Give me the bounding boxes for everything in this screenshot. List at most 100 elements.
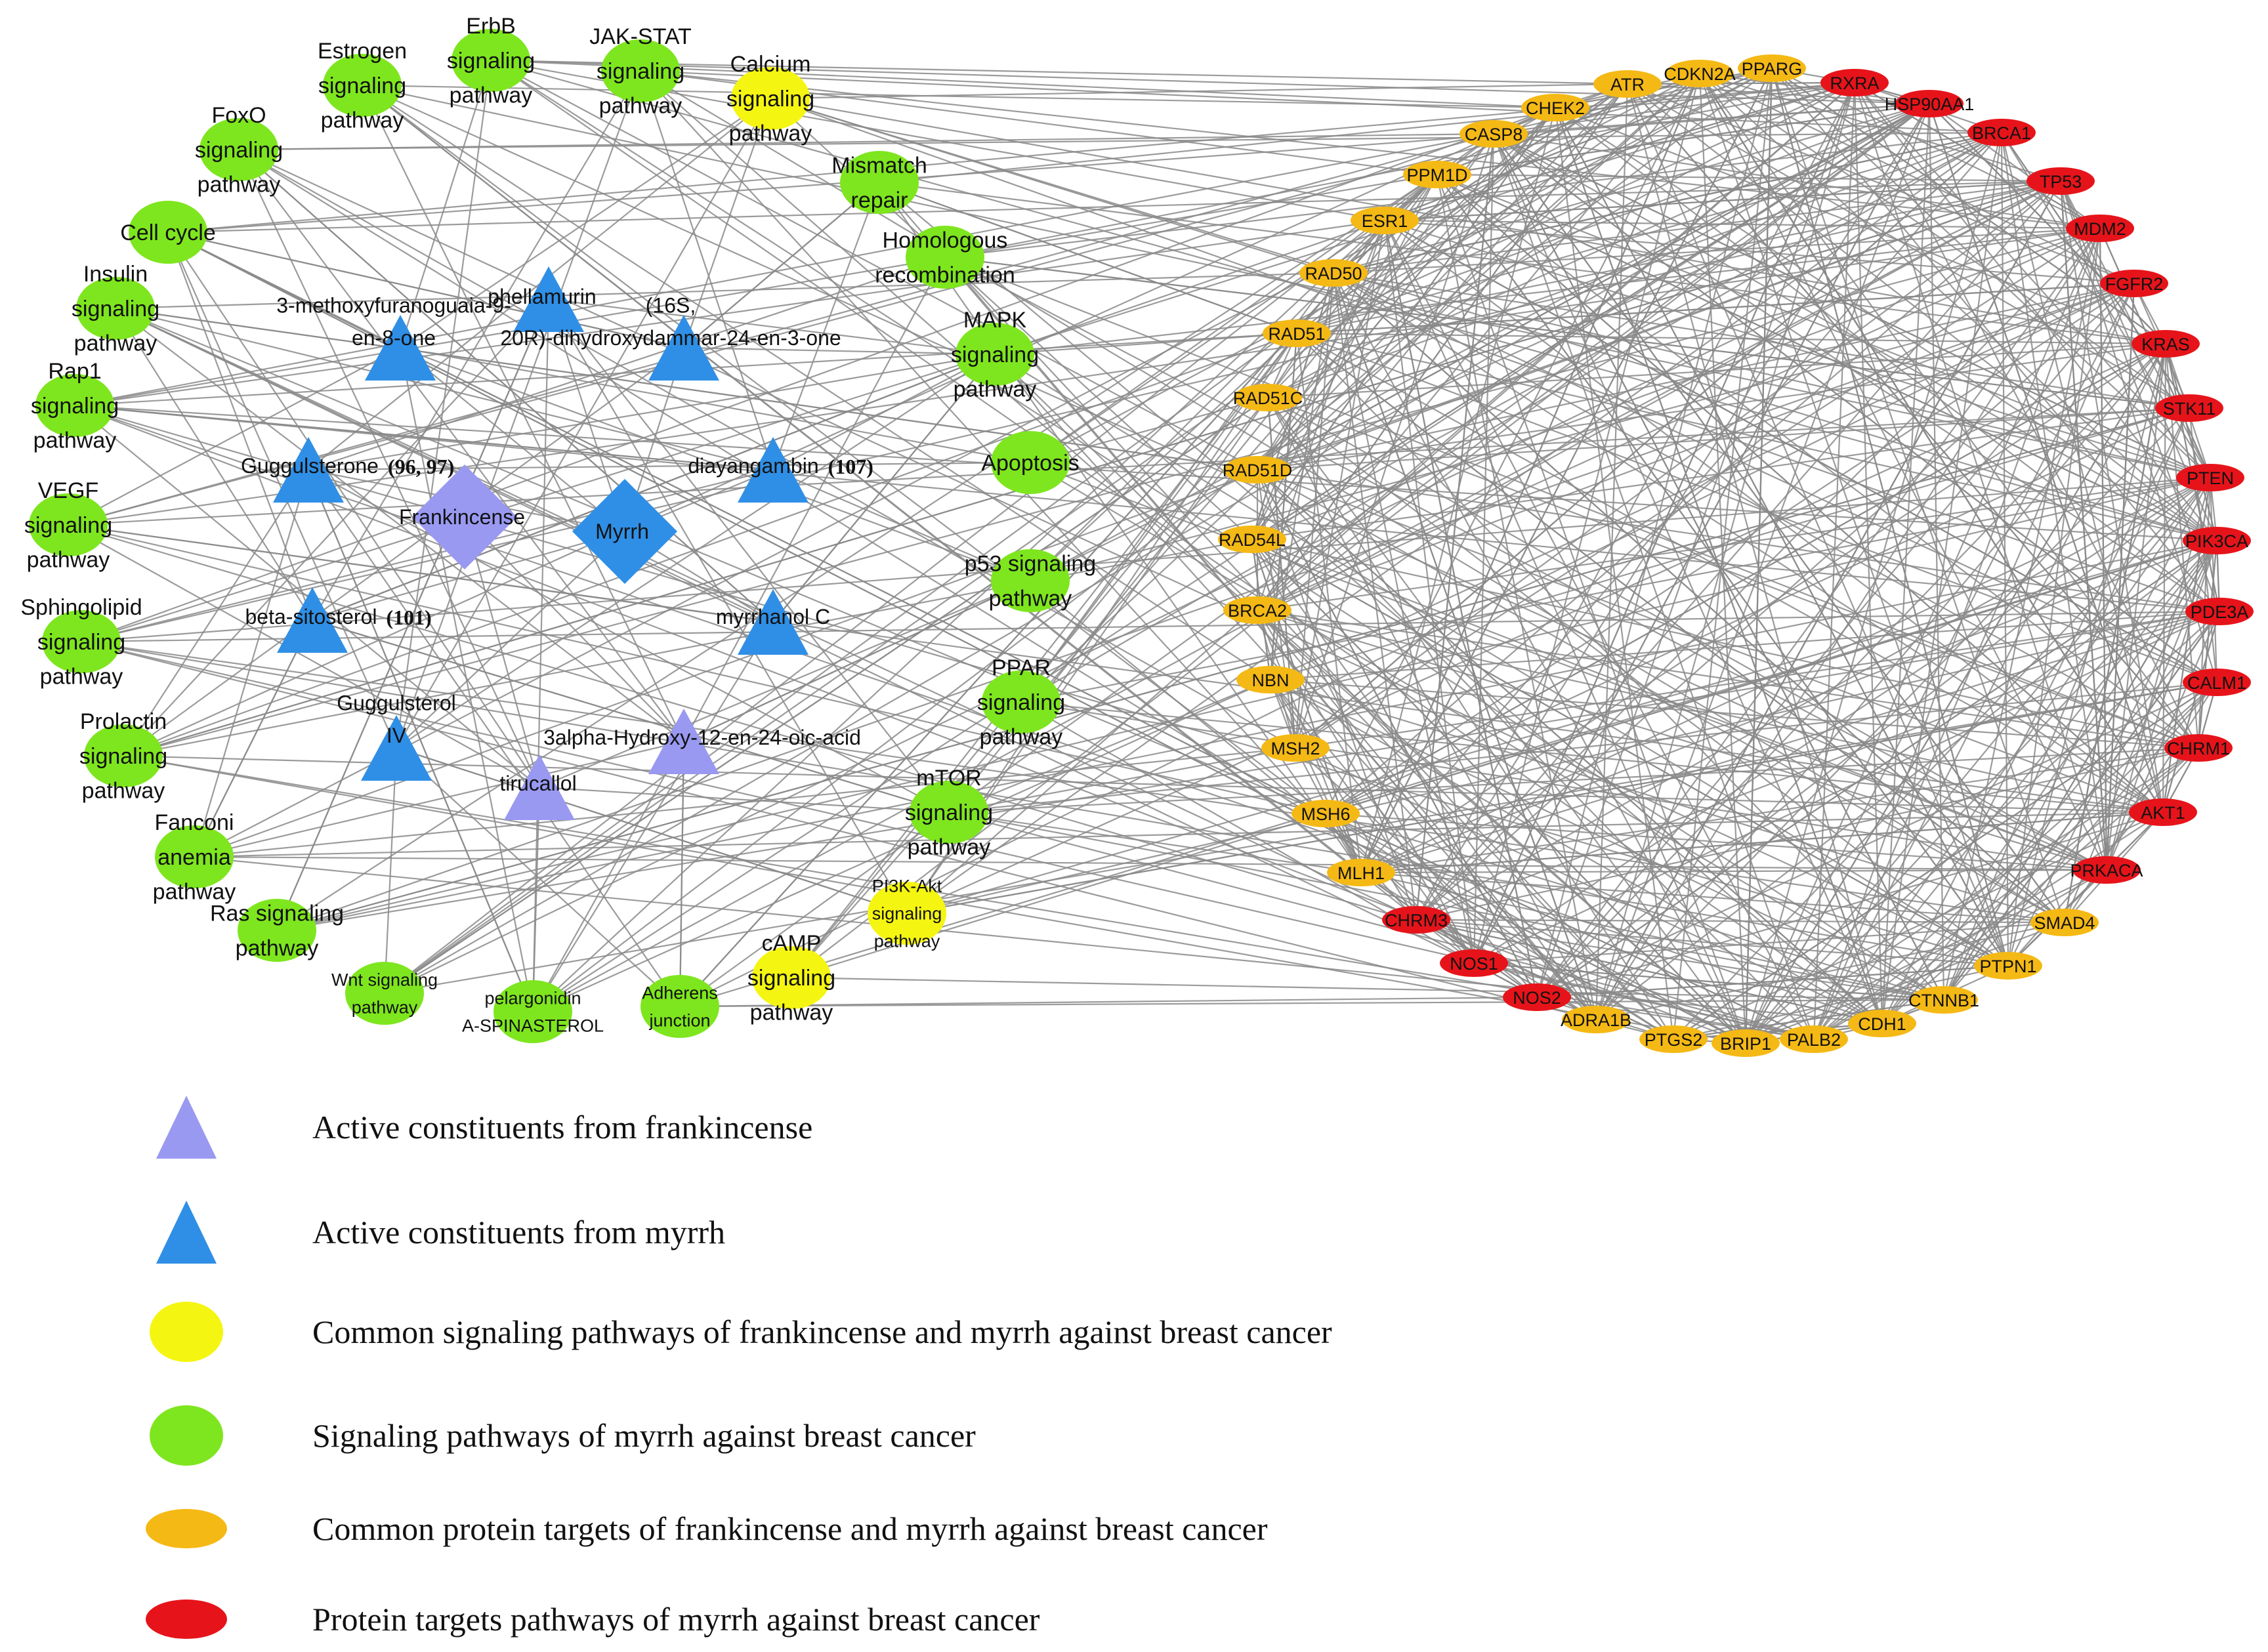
edge	[490, 59, 1628, 85]
edge	[791, 976, 1944, 1001]
target-node-cdh1	[1848, 1010, 1916, 1037]
target-label-akt1: AKT1	[2141, 803, 2185, 823]
edge	[1473, 611, 2220, 964]
edge	[1360, 107, 1557, 873]
edge	[396, 531, 625, 749]
edge	[308, 469, 681, 1007]
edge	[1536, 228, 2101, 998]
edge	[2000, 132, 2164, 813]
pathway-node-foxo	[200, 118, 278, 181]
target-label-cdh1: CDH1	[1858, 1014, 1906, 1034]
edge	[1436, 174, 1597, 1020]
edge	[1493, 133, 2217, 541]
edge	[384, 73, 1700, 994]
constituent-triangle-guggulsterone	[273, 437, 344, 503]
edge	[1257, 73, 1700, 611]
edge	[1333, 102, 1930, 274]
target-label-kras: KRAS	[2141, 335, 2190, 354]
edge	[1295, 747, 1883, 1024]
pathway-node-rap1	[35, 374, 114, 437]
edge	[1267, 131, 2002, 399]
edge	[1473, 921, 2065, 964]
edge	[1295, 180, 2061, 749]
edge	[2164, 343, 2218, 541]
target-node-rad51c	[1234, 384, 1302, 411]
edge	[1627, 81, 1855, 85]
edge	[123, 180, 2061, 757]
edge	[1267, 396, 2199, 749]
target-label-fgfr2: FGFR2	[2105, 274, 2164, 294]
target-label-nbn: NBN	[1251, 671, 1289, 690]
pathway-node-jakstat	[601, 39, 680, 102]
edge	[1325, 813, 1746, 1044]
edge	[2000, 132, 2009, 966]
edge	[1673, 477, 2211, 1040]
edge	[1270, 610, 2220, 681]
legend-ellipse-common_pathway	[150, 1302, 223, 1362]
edge	[1554, 107, 1675, 1040]
edge	[1384, 67, 1773, 222]
edge	[1296, 333, 2065, 923]
edge	[1325, 813, 1815, 1040]
edge	[1943, 611, 2220, 1001]
edge	[308, 353, 996, 471]
target-node-rad50	[1299, 259, 1368, 287]
edge	[1333, 272, 2211, 479]
edge	[74, 405, 540, 788]
edge	[1257, 609, 2199, 749]
edge	[238, 149, 540, 788]
edge	[400, 347, 625, 532]
target-node-fgfr2	[2100, 270, 2168, 297]
edge	[1257, 609, 2164, 814]
edge	[167, 232, 1326, 814]
edge	[1333, 272, 2190, 409]
edge	[1745, 540, 2217, 1044]
edge	[1555, 67, 1773, 109]
edge	[944, 81, 1855, 258]
edge	[1416, 919, 2009, 967]
edge	[1416, 82, 1855, 920]
target-node-rxra	[1820, 69, 1889, 96]
target-node-brip1	[1712, 1029, 1780, 1057]
legend-shapes	[146, 1096, 227, 1639]
target-label-rxra: RXRA	[1830, 73, 1879, 93]
edge	[1257, 82, 1855, 611]
edge	[1257, 476, 2211, 611]
target-node-rad54l	[1218, 526, 1286, 553]
constituent-label-dihydroxydammar: (16S,20R)-dihydroxydammar-24-en-3-one	[500, 293, 841, 350]
edge	[68, 227, 2101, 526]
edge	[396, 747, 908, 915]
edge	[464, 516, 684, 742]
constituent-triangle-tirucallol	[504, 754, 575, 820]
target-label-mdm2: MDM2	[2074, 219, 2126, 239]
edge	[1854, 82, 2101, 229]
edge	[770, 97, 1334, 274]
edge	[1881, 540, 2217, 1024]
edge	[1270, 679, 1944, 1001]
target-node-stk11	[2155, 394, 2223, 422]
edge	[123, 469, 309, 756]
edge	[1020, 73, 1700, 703]
edge	[1384, 219, 2211, 479]
edge	[68, 524, 540, 788]
edge	[1251, 83, 1628, 540]
edge	[308, 469, 950, 813]
edge	[1854, 82, 2217, 541]
edge	[115, 308, 313, 621]
target-node-chrm1	[2164, 734, 2233, 762]
edge	[683, 580, 1031, 742]
edge	[1536, 996, 1815, 1041]
target-node-mlh1	[1327, 859, 1395, 886]
target-label-ctnnb1: CTNNB1	[1908, 991, 1979, 1010]
edge	[791, 333, 1297, 978]
pathway-node-wnt	[345, 962, 424, 1025]
edge	[1437, 174, 2009, 966]
edge	[1020, 701, 2107, 871]
edge	[1813, 812, 2164, 1040]
